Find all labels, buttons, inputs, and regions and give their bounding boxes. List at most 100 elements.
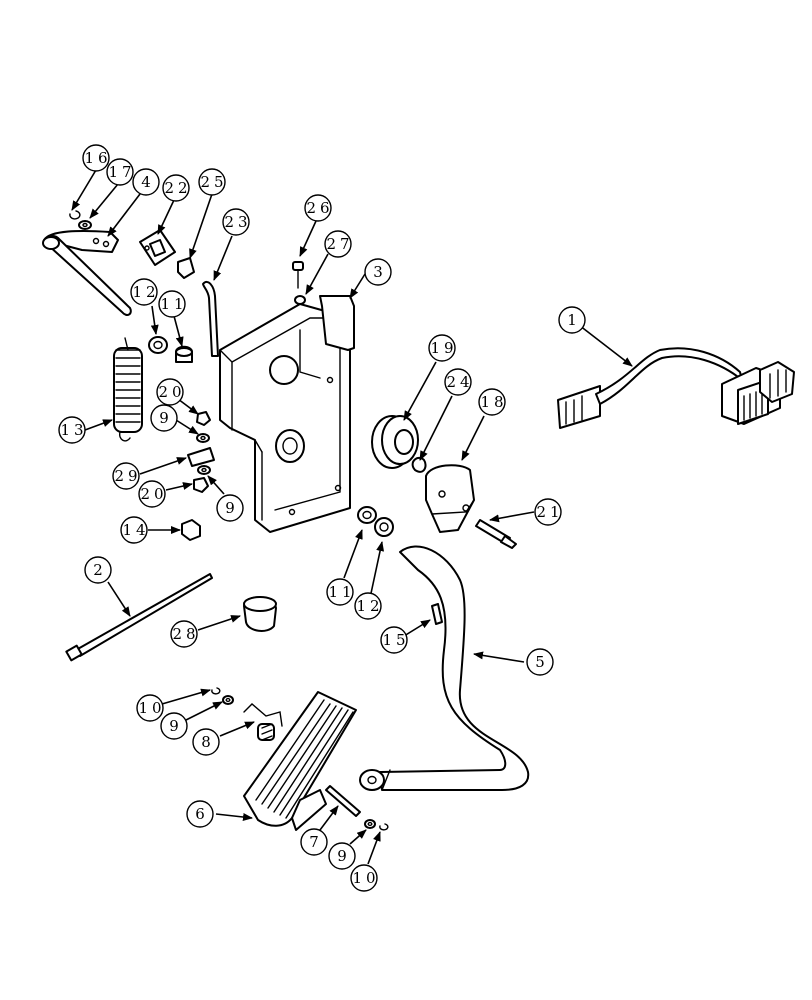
callout-19: 19 xyxy=(428,334,457,362)
small-connector xyxy=(177,257,195,279)
callout-9: 9 xyxy=(150,404,178,432)
callout-10: 10 xyxy=(136,694,165,722)
callout-1: 1 xyxy=(558,306,586,334)
cable-tie xyxy=(65,573,213,662)
washer xyxy=(364,819,376,829)
svg-text:10: 10 xyxy=(138,699,165,717)
callout-10: 10 xyxy=(350,864,379,892)
svg-text:9: 9 xyxy=(169,717,183,735)
svg-text:11: 11 xyxy=(328,583,355,601)
svg-text:7: 7 xyxy=(309,833,323,851)
svg-text:5: 5 xyxy=(535,653,549,671)
bolt xyxy=(292,261,304,289)
svg-text:29: 29 xyxy=(114,467,141,485)
svg-text:17: 17 xyxy=(108,163,135,181)
callout-29: 29 xyxy=(112,462,141,490)
accelerator-pedal-pad xyxy=(243,691,357,831)
callout-25: 25 xyxy=(198,168,227,196)
svg-text:20: 20 xyxy=(158,383,185,401)
hex-nut xyxy=(181,519,201,541)
pedal-bracket-housing xyxy=(219,295,355,533)
svg-text:12: 12 xyxy=(132,283,159,301)
sensor-ring xyxy=(371,415,419,469)
washer xyxy=(196,433,210,443)
callout-28: 28 xyxy=(170,620,199,648)
washer xyxy=(78,220,92,230)
svg-text:28: 28 xyxy=(172,625,199,643)
rod xyxy=(202,280,219,357)
svg-text:19: 19 xyxy=(430,339,457,357)
snap-ring xyxy=(211,687,221,695)
retaining-ring xyxy=(411,456,427,473)
svg-text:11: 11 xyxy=(160,295,187,313)
callout-4: 4 xyxy=(132,168,160,196)
washer xyxy=(197,465,211,475)
svg-text:16: 16 xyxy=(84,149,111,167)
svg-text:13: 13 xyxy=(60,421,87,439)
callout-15: 15 xyxy=(380,626,409,654)
callout-9: 9 xyxy=(328,842,356,870)
svg-text:26: 26 xyxy=(306,199,333,217)
callout-16: 16 xyxy=(82,144,111,172)
callout-23: 23 xyxy=(222,208,251,236)
svg-text:3: 3 xyxy=(373,263,387,281)
callout-6: 6 xyxy=(186,800,214,828)
bushing xyxy=(374,517,394,537)
torsion-spring xyxy=(243,703,283,741)
callout-9: 9 xyxy=(216,494,244,522)
callout-20: 20 xyxy=(138,480,167,508)
wiring-harness xyxy=(557,347,795,429)
callout-27: 27 xyxy=(324,230,353,258)
rubber-bumper xyxy=(243,596,277,632)
callout-2: 2 xyxy=(84,556,112,584)
nut xyxy=(193,477,209,493)
callout-11: 11 xyxy=(158,290,187,318)
lever-arm xyxy=(42,229,132,316)
callout-24: 24 xyxy=(444,368,473,396)
svg-text:23: 23 xyxy=(224,213,251,231)
pedal-pin xyxy=(325,785,361,817)
small-nut xyxy=(294,295,306,305)
callout-26: 26 xyxy=(304,194,333,222)
svg-text:9: 9 xyxy=(159,409,173,427)
callout-18: 18 xyxy=(478,388,507,416)
snap-ring xyxy=(69,210,81,220)
svg-text:4: 4 xyxy=(141,173,155,191)
callout-7: 7 xyxy=(300,828,328,856)
callout-9: 9 xyxy=(160,712,188,740)
svg-text:14: 14 xyxy=(122,521,149,539)
svg-text:9: 9 xyxy=(225,499,239,517)
callout-14: 14 xyxy=(120,516,149,544)
callout-20: 20 xyxy=(156,378,185,406)
svg-text:27: 27 xyxy=(326,235,353,253)
svg-text:10: 10 xyxy=(352,869,379,887)
callout-17: 17 xyxy=(106,158,135,186)
callout-8: 8 xyxy=(192,728,220,756)
pivot-pin xyxy=(187,447,215,467)
snap-ring xyxy=(379,823,389,831)
svg-text:15: 15 xyxy=(382,631,409,649)
svg-text:24: 24 xyxy=(446,373,473,391)
switch-plate xyxy=(139,229,176,266)
callout-13: 13 xyxy=(58,416,87,444)
svg-text:1: 1 xyxy=(567,311,581,329)
svg-text:9: 9 xyxy=(337,847,351,865)
svg-text:20: 20 xyxy=(140,485,167,503)
svg-text:6: 6 xyxy=(195,805,209,823)
nut xyxy=(196,411,211,426)
svg-text:21: 21 xyxy=(536,503,563,521)
washer xyxy=(222,695,234,705)
callout-21: 21 xyxy=(534,498,563,526)
roll-pin xyxy=(431,603,443,625)
svg-text:12: 12 xyxy=(356,597,383,615)
svg-text:18: 18 xyxy=(480,393,507,411)
screw xyxy=(475,519,517,549)
svg-text:2: 2 xyxy=(93,561,107,579)
callout-12: 12 xyxy=(354,592,383,620)
pedal-arm xyxy=(359,545,530,791)
bushing xyxy=(357,506,377,524)
svg-text:25: 25 xyxy=(200,173,227,191)
callout-11: 11 xyxy=(326,578,355,606)
coil-spring xyxy=(113,337,143,442)
